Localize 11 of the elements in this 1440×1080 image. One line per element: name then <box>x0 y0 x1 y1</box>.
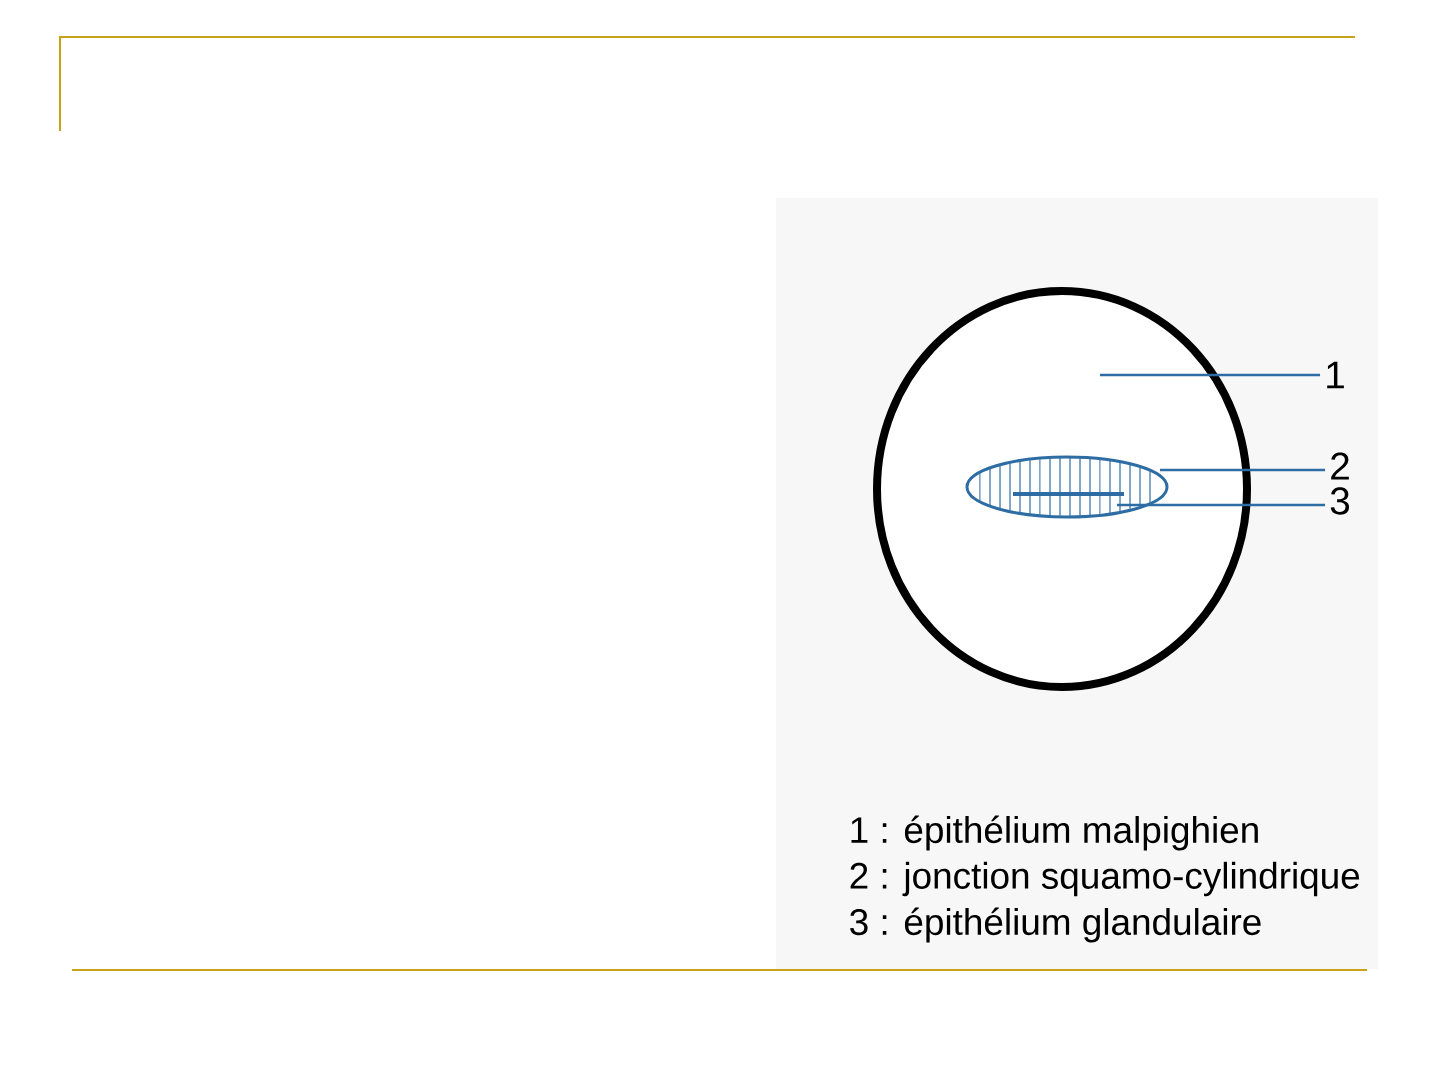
legend-line: 2 : jonction squamo-cylindrique <box>850 861 1360 897</box>
callout-number: 3 <box>1330 487 1350 515</box>
callout-number: 2 <box>1331 452 1349 480</box>
circle-outline <box>873 287 1251 691</box>
hatched-ellipse <box>965 455 1169 519</box>
callout-number: 1 <box>1327 361 1344 389</box>
legend-line: 3 : épithélium glandulaire <box>850 907 1261 943</box>
legend-line: 1 : épithélium malpighien <box>851 815 1258 851</box>
leader-line <box>1117 503 1326 507</box>
leader-line <box>1100 373 1321 377</box>
leader-line <box>1160 468 1326 472</box>
